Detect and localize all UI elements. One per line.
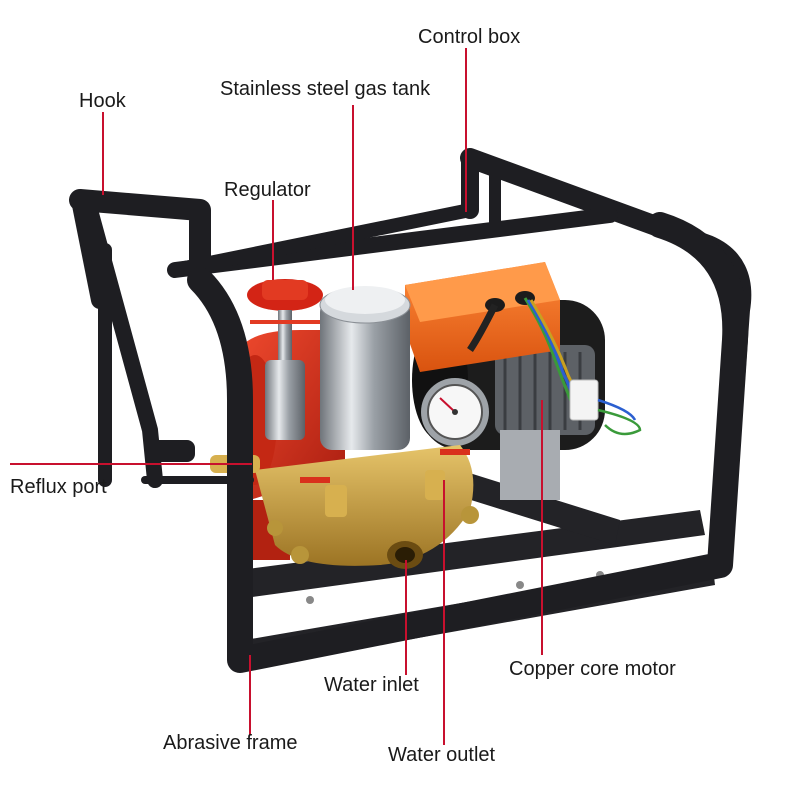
abrasive-frame-front xyxy=(69,189,749,673)
label-regulator: Regulator xyxy=(224,179,311,201)
label-water-outlet: Water outlet xyxy=(388,744,496,766)
regulator xyxy=(247,279,323,440)
side-handle xyxy=(150,440,195,462)
label-reflux-port: Reflux port xyxy=(10,476,107,498)
leader-lines xyxy=(10,48,543,745)
label-abrasive-frame: Abrasive frame xyxy=(163,732,298,754)
label-hook: Hook xyxy=(79,90,126,112)
label-water-inlet: Water inlet xyxy=(324,674,419,696)
label-control-box: Control box xyxy=(418,26,521,48)
pressure-gauge xyxy=(421,378,489,446)
stainless-steel-gas-tank xyxy=(319,286,411,450)
label-gas-tank: Stainless steel gas tank xyxy=(220,78,431,100)
control-box xyxy=(405,262,642,436)
label-copper-motor: Copper core motor xyxy=(509,658,676,680)
